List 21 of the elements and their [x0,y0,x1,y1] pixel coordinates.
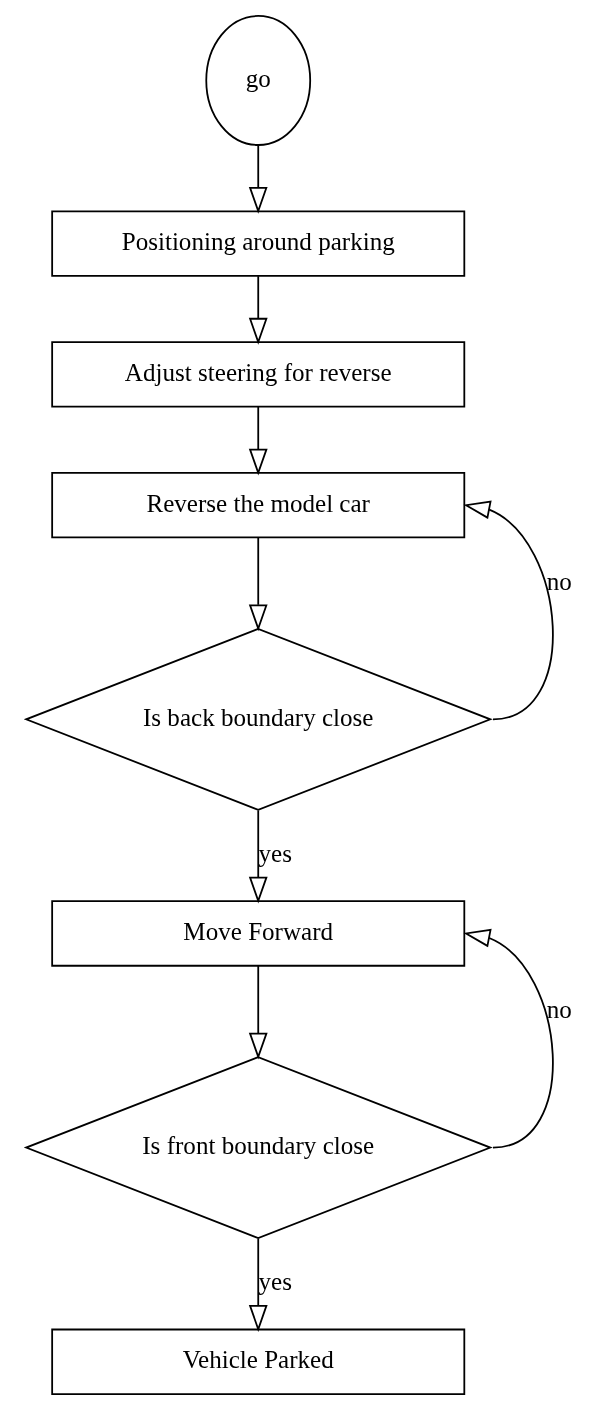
arrow [248,1237,268,1332]
node-box: Reverse the model car [51,472,466,539]
node-box: Positioning around parking [51,210,466,277]
arrow [463,500,554,721]
node-box: Vehicle Parked [51,1328,466,1395]
node-box: Adjust steering for reverse [51,341,466,408]
edge-label: no [546,996,572,1024]
node-box: Move Forward [51,900,466,967]
arrow [248,275,268,345]
node-diamond: Is back boundary close [23,627,493,811]
arrow [463,928,554,1149]
node-diamond: Is front boundary close [23,1056,493,1240]
arrow [248,536,268,632]
edge-label: yes [258,1268,292,1296]
node-ellipse: go [205,15,312,146]
arrow [248,144,268,214]
arrow [248,965,268,1060]
edge-label: yes [258,840,292,868]
edge-label: no [546,567,572,595]
arrow [248,809,268,904]
arrow [248,406,268,476]
